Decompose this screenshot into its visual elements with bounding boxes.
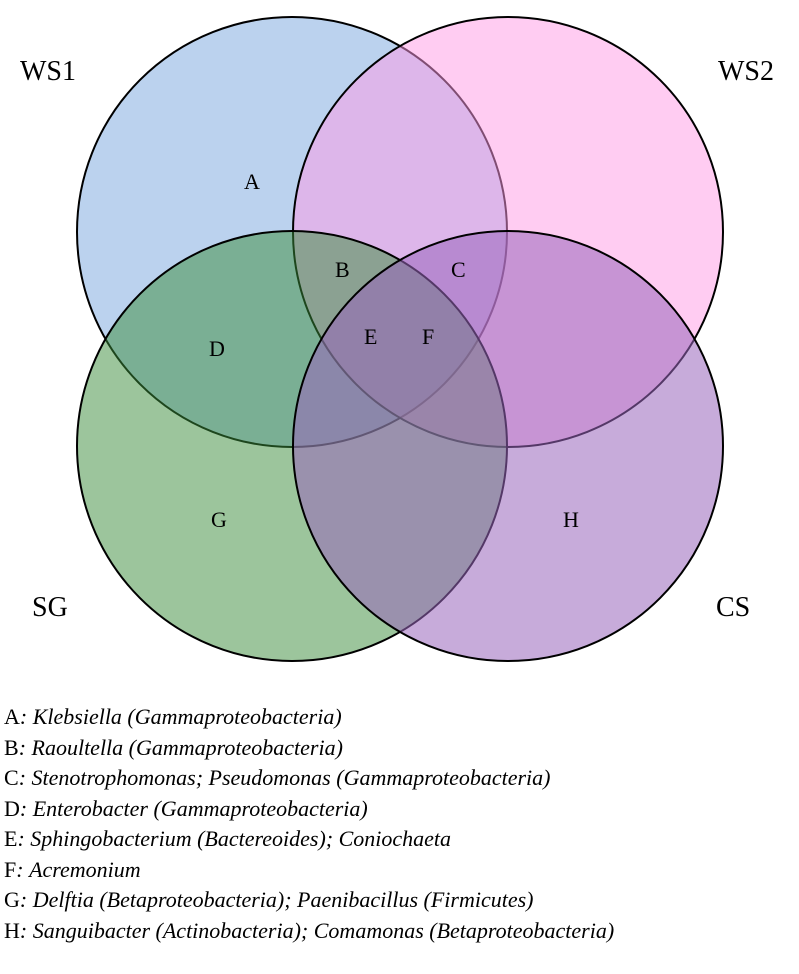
legend-key: B (4, 734, 19, 760)
legend-separator: : (19, 917, 28, 943)
legend-separator: : (19, 795, 28, 821)
region-labels: A B C D E F G H (209, 169, 579, 532)
legend-text: Stenotrophomonas; Pseudomonas (Gammaprot… (31, 765, 551, 790)
set-label-ws2: WS2 (718, 56, 774, 87)
legend-key: F (4, 856, 17, 882)
legend-item-b: B: Raoultella (Gammaproteobacteria) (4, 733, 799, 764)
legend-separator: : (16, 856, 24, 882)
legend-separator: : (18, 765, 27, 790)
legend-separator: : (19, 704, 28, 729)
legend-text: Sphingobacterium (Bactereoides); Conioch… (30, 826, 452, 851)
legend-key: D (4, 795, 20, 821)
legend-separator: : (19, 887, 28, 912)
legend-item-d: D: Enterobacter (Gammaproteobacteria) (4, 794, 799, 825)
legend-text: Delftia (Betaproteobacteria); Paenibacil… (32, 887, 534, 912)
set-label-ws1: WS1 (20, 56, 76, 87)
legend-key: E (4, 826, 18, 851)
legend-key: H (4, 917, 20, 943)
legend-item-h: H: Sanguibacter (Actinobacteria); Comamo… (4, 916, 799, 947)
region-label-d: D (209, 336, 225, 361)
region-label-c: C (451, 257, 466, 282)
legend-key: G (4, 887, 20, 912)
legend-text: Raoultella (Gammaproteobacteria) (31, 734, 343, 760)
legend-separator: : (17, 826, 25, 851)
legend-item-f: F: Acremonium (4, 855, 799, 886)
legend-text: Sanguibacter (Actinobacteria); Comamonas… (32, 917, 615, 943)
legend-item-c: C: Stenotrophomonas; Pseudomonas (Gammap… (4, 763, 799, 794)
legend-text: Acremonium (29, 856, 141, 882)
legend-item-g: G: Delftia (Betaproteobacteria); Paeniba… (4, 885, 799, 916)
set-label-cs: CS (716, 592, 750, 623)
legend-text: Klebsiella (Gammaproteobacteria) (32, 704, 342, 729)
legend-key: A (4, 704, 20, 729)
region-label-g: G (211, 507, 227, 532)
legend-key: C (4, 765, 19, 790)
legend-separator: : (18, 734, 27, 760)
set-label-sg: SG (32, 592, 68, 623)
legend: A: Klebsiella (Gammaproteobacteria) B: R… (4, 702, 799, 946)
region-label-f: F (422, 324, 434, 349)
region-label-h: H (563, 507, 579, 532)
legend-item-a: A: Klebsiella (Gammaproteobacteria) (4, 702, 799, 733)
legend-text: Enterobacter (Gammaproteobacteria) (32, 795, 368, 821)
set-circles (76, 16, 724, 662)
region-label-e: E (364, 324, 377, 349)
region-label-b: B (335, 257, 350, 282)
legend-item-e: E: Sphingobacterium (Bactereoides); Coni… (4, 824, 799, 855)
set-labels: WS1 WS2 SG CS (20, 56, 774, 623)
venn-diagram: WS1 WS2 SG CS A B C D E F G H (20, 16, 774, 662)
set-circle-cs (292, 230, 724, 662)
region-label-a: A (244, 169, 260, 194)
